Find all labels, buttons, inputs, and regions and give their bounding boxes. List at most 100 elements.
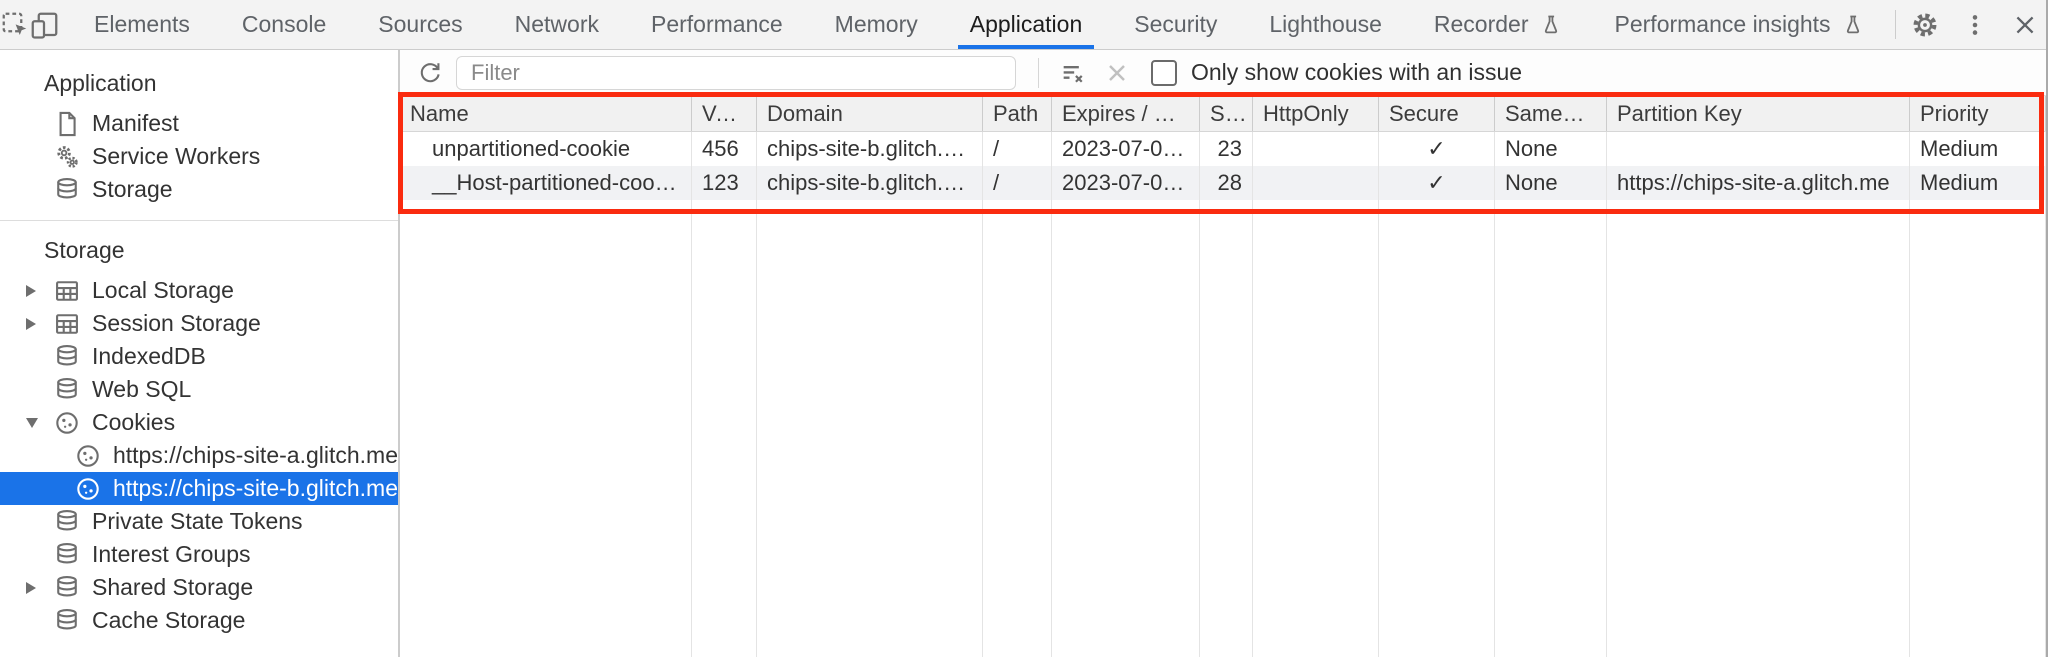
- toolbar-divider: [1038, 57, 1039, 88]
- sidebar-divider: [0, 220, 398, 221]
- cell-value[interactable]: 123: [692, 166, 757, 200]
- sidebar-item-cookies[interactable]: Cookies: [0, 406, 398, 439]
- sidebar-item-shared-storage[interactable]: Shared Storage: [0, 571, 398, 604]
- tabbar-right-controls: [1891, 0, 2048, 49]
- gear-icon[interactable]: [1900, 0, 1950, 49]
- cell-httponly[interactable]: [1253, 166, 1379, 200]
- tab-security[interactable]: Security: [1134, 11, 1218, 37]
- tab-network[interactable]: Network: [514, 11, 599, 37]
- cell-path[interactable]: /: [983, 166, 1052, 200]
- cookie-row-host-partitioned[interactable]: __Host-partitioned-cookie 123 chips-site…: [400, 166, 2046, 200]
- chevron-down-icon[interactable]: [26, 417, 38, 428]
- database-icon: [52, 375, 82, 405]
- section-title-storage: Storage: [44, 237, 125, 263]
- cell-samesite[interactable]: None: [1495, 132, 1607, 166]
- cell-domain[interactable]: chips-site-b.glitch.me: [757, 166, 983, 200]
- tab-memory[interactable]: Memory: [834, 11, 918, 37]
- cell-domain[interactable]: chips-site-b.glitch.me: [757, 132, 983, 166]
- cell-partition-key[interactable]: https://chips-site-a.glitch.me: [1607, 166, 1910, 200]
- tab-sources[interactable]: Sources: [378, 11, 463, 37]
- sidebar-item-session-storage[interactable]: Session Storage: [0, 307, 398, 340]
- sidebar-item-interest-groups[interactable]: Interest Groups: [0, 538, 398, 571]
- col-header-value[interactable]: Value: [692, 96, 757, 131]
- inspect-icon[interactable]: [0, 0, 30, 49]
- cell-size[interactable]: 28: [1200, 166, 1253, 200]
- sidebar-item-service-workers[interactable]: Service Workers: [0, 140, 398, 173]
- cell-partition-key[interactable]: [1607, 132, 1910, 166]
- cell-expires[interactable]: 2023-07-07…: [1052, 132, 1200, 166]
- sidebar-item-private-state-tokens[interactable]: Private State Tokens: [0, 505, 398, 538]
- cookies-toolbar: Only show cookies with an issue: [400, 50, 2046, 96]
- col-header-samesite[interactable]: SameSite: [1495, 96, 1607, 131]
- cell-path[interactable]: /: [983, 132, 1052, 166]
- tab-performance-insights[interactable]: Performance insights: [1589, 0, 1891, 49]
- sidebar-item-local-storage[interactable]: Local Storage: [0, 274, 398, 307]
- tabbar-divider: [1894, 10, 1896, 39]
- device-toolbar-icon[interactable]: [30, 0, 60, 49]
- col-header-name[interactable]: Name: [400, 96, 692, 131]
- cell-name[interactable]: __Host-partitioned-cookie: [400, 166, 692, 200]
- database-icon: [52, 540, 82, 570]
- application-sidebar: Application Manifest Service Workers: [0, 50, 400, 657]
- tab-performance[interactable]: Performance: [651, 11, 783, 37]
- tab-console[interactable]: Console: [241, 11, 327, 37]
- col-header-size[interactable]: Size: [1200, 96, 1253, 131]
- section-title-application: Application: [44, 70, 157, 96]
- cell-size[interactable]: 23: [1200, 132, 1253, 166]
- cell-secure[interactable]: ✓: [1379, 132, 1495, 166]
- database-icon: [52, 606, 82, 636]
- cookie-icon: [73, 441, 103, 471]
- cookie-icon: [73, 474, 103, 504]
- tab-recorder[interactable]: Recorder: [1408, 0, 1589, 49]
- tab-elements[interactable]: Elements: [94, 11, 190, 37]
- close-icon[interactable]: [2000, 0, 2048, 49]
- sidebar-item-storage[interactable]: Storage: [0, 173, 398, 206]
- col-header-partition-key[interactable]: Partition Key: [1607, 96, 1910, 131]
- sidebar-item-cookies-chips-site-a[interactable]: https://chips-site-a.glitch.me: [0, 439, 398, 472]
- col-header-expires[interactable]: Expires / M…: [1052, 96, 1200, 131]
- table-icon: [52, 309, 82, 339]
- cell-secure[interactable]: ✓: [1379, 166, 1495, 200]
- panel-tabs: Elements Console Sources Network Perform…: [68, 0, 1891, 49]
- database-icon: [52, 175, 82, 205]
- col-header-priority[interactable]: Priority: [1910, 96, 2046, 131]
- cell-expires[interactable]: 2023-07-07…: [1052, 166, 1200, 200]
- col-header-path[interactable]: Path: [983, 96, 1052, 131]
- clear-icon[interactable]: [1095, 53, 1139, 93]
- sidebar-item-indexeddb[interactable]: IndexedDB: [0, 340, 398, 373]
- col-header-secure[interactable]: Secure: [1379, 96, 1495, 131]
- sidebar-item-web-sql[interactable]: Web SQL: [0, 373, 398, 406]
- tab-application[interactable]: Application: [944, 0, 1109, 49]
- cell-priority[interactable]: Medium: [1910, 132, 2046, 166]
- chevron-right-icon[interactable]: [26, 317, 36, 330]
- kebab-menu-icon[interactable]: [1950, 0, 2000, 49]
- cookie-row-unpartitioned[interactable]: unpartitioned-cookie 456 chips-site-b.gl…: [400, 132, 2046, 166]
- cookie-table-header: Name Value Domain Path Expires / M… Size…: [400, 96, 2046, 132]
- cell-name[interactable]: unpartitioned-cookie: [400, 132, 692, 166]
- cell-value[interactable]: 456: [692, 132, 757, 166]
- sidebar-item-cache-storage[interactable]: Cache Storage: [0, 604, 398, 637]
- issue-filter-label[interactable]: Only show cookies with an issue: [1191, 59, 1523, 85]
- refresh-icon[interactable]: [408, 53, 452, 93]
- tab-lighthouse[interactable]: Lighthouse: [1269, 11, 1382, 37]
- cookies-panel: Only show cookies with an issue Name Val…: [400, 50, 2046, 657]
- database-icon: [52, 573, 82, 603]
- col-header-domain[interactable]: Domain: [757, 96, 983, 131]
- cell-httponly[interactable]: [1253, 132, 1379, 166]
- cookie-icon: [52, 408, 82, 438]
- chevron-right-icon[interactable]: [26, 581, 36, 594]
- issue-filter-checkbox[interactable]: [1151, 59, 1177, 86]
- cell-samesite[interactable]: None: [1495, 166, 1607, 200]
- table-icon: [52, 276, 82, 306]
- sidebar-item-cookies-chips-site-b[interactable]: https://chips-site-b.glitch.me: [0, 472, 398, 505]
- clear-filter-icon[interactable]: [1051, 53, 1095, 93]
- sidebar-item-manifest[interactable]: Manifest: [0, 107, 398, 140]
- gears-icon: [52, 142, 82, 172]
- filter-input[interactable]: [456, 55, 1016, 90]
- document-icon: [52, 109, 82, 139]
- database-icon: [52, 507, 82, 537]
- devtools-tabbar: Elements Console Sources Network Perform…: [0, 0, 2046, 50]
- col-header-httponly[interactable]: HttpOnly: [1253, 96, 1379, 131]
- cell-priority[interactable]: Medium: [1910, 166, 2046, 200]
- chevron-right-icon[interactable]: [26, 284, 36, 297]
